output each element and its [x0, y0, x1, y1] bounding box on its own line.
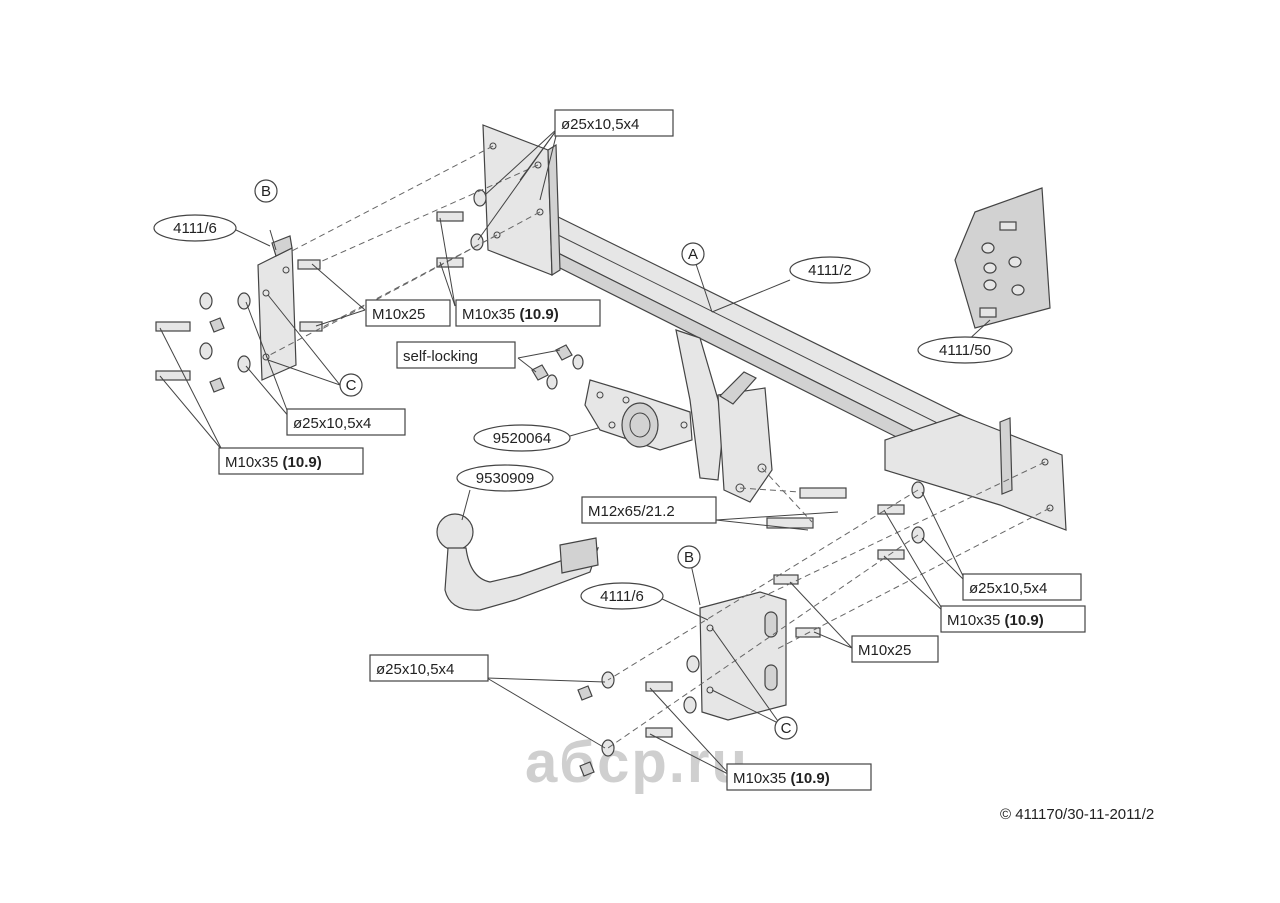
- bottom-bracket: [699, 591, 787, 721]
- towbar-beam: [482, 124, 1067, 531]
- svg-text:M10x35 (10.9): M10x35 (10.9): [947, 612, 1044, 629]
- leader-lines: [159, 127, 991, 776]
- center-bracket: [675, 329, 773, 503]
- svg-text:C: C: [781, 720, 792, 737]
- svg-text:B: B: [261, 183, 271, 200]
- callout-washer-bottom: ø25x10,5x4: [369, 654, 489, 682]
- bolt-size: M10x35: [462, 306, 515, 323]
- assembly-lines: [265, 145, 1051, 749]
- callout-kit: 4111/50: [917, 336, 1013, 364]
- watermark: aбcp.ru: [525, 730, 749, 795]
- callout-m10x35-left: M10x35 (10.9): [218, 447, 364, 475]
- bolt-grade: (10.9): [791, 770, 830, 787]
- left-bracket: [257, 235, 297, 381]
- callout-ball: 9530909: [456, 464, 554, 492]
- callout-bracket-bottom: 4111/6: [580, 582, 664, 610]
- svg-text:4111/6: 4111/6: [173, 220, 217, 237]
- letter-c-left: C: [339, 373, 363, 397]
- letter-b-left: B: [254, 179, 278, 203]
- svg-text:9530909: 9530909: [476, 470, 534, 487]
- svg-text:4111/50: 4111/50: [939, 342, 991, 359]
- svg-text:M10x25: M10x25: [372, 306, 425, 323]
- svg-text:B: B: [684, 549, 694, 566]
- letter-c-bottom: C: [774, 716, 798, 740]
- ball-hitch: [436, 513, 599, 611]
- bolt-size: M10x35: [225, 454, 278, 471]
- svg-text:self-locking: self-locking: [403, 348, 478, 365]
- letter-a: A: [681, 242, 705, 266]
- callout-m10x35-right: M10x35 (10.9): [940, 605, 1086, 633]
- svg-text:4111/6: 4111/6: [600, 588, 644, 605]
- svg-text:M12x65/21.2: M12x65/21.2: [588, 503, 675, 520]
- svg-text:M10x35 (10.9): M10x35 (10.9): [225, 454, 322, 471]
- callout-beam: 4111/2: [789, 256, 871, 284]
- callout-self-locking: self-locking: [396, 341, 516, 369]
- svg-text:A: A: [688, 246, 698, 263]
- svg-text:M10x35 (10.9): M10x35 (10.9): [733, 770, 830, 787]
- socket-plate: [584, 379, 693, 451]
- fasteners: [155, 189, 925, 777]
- callout-m10x25-right: M10x25: [851, 635, 939, 663]
- copyright-notice: © 411170/30-11-2011/2: [1000, 806, 1155, 823]
- callout-m10x35-bottom: M10x35 (10.9): [726, 763, 872, 791]
- svg-text:ø25x10,5x4: ø25x10,5x4: [561, 116, 639, 133]
- callout-m10x25-left: M10x25: [365, 299, 451, 327]
- callout-washer-right: ø25x10,5x4: [962, 573, 1082, 601]
- fastener-kit-inset: [954, 187, 1051, 329]
- svg-text:C: C: [346, 377, 357, 394]
- svg-text:9520064: 9520064: [493, 430, 551, 447]
- svg-text:ø25x10,5x4: ø25x10,5x4: [969, 580, 1047, 597]
- callout-socket-plate: 9520064: [473, 424, 571, 452]
- svg-text:M10x25: M10x25: [858, 642, 911, 659]
- bolt-grade: (10.9): [1005, 612, 1044, 629]
- svg-text:4111/2: 4111/2: [808, 262, 852, 279]
- callout-bracket-left: 4111/6: [153, 214, 237, 242]
- callout-washer-top: ø25x10,5x4: [554, 109, 674, 137]
- callout-m12-bolt: M12x65/21.2: [581, 496, 717, 524]
- callout-washer-left: ø25x10,5x4: [286, 408, 406, 436]
- bolt-size: M10x35: [947, 612, 1000, 629]
- svg-text:M10x35 (10.9): M10x35 (10.9): [462, 306, 559, 323]
- callout-m10x35-top: M10x35 (10.9): [455, 299, 601, 327]
- bolt-size: M10x35: [733, 770, 786, 787]
- bolt-grade: (10.9): [520, 306, 559, 323]
- svg-text:ø25x10,5x4: ø25x10,5x4: [376, 661, 454, 678]
- svg-text:ø25x10,5x4: ø25x10,5x4: [293, 415, 371, 432]
- bolt-grade: (10.9): [283, 454, 322, 471]
- letter-b-bottom: B: [677, 545, 701, 569]
